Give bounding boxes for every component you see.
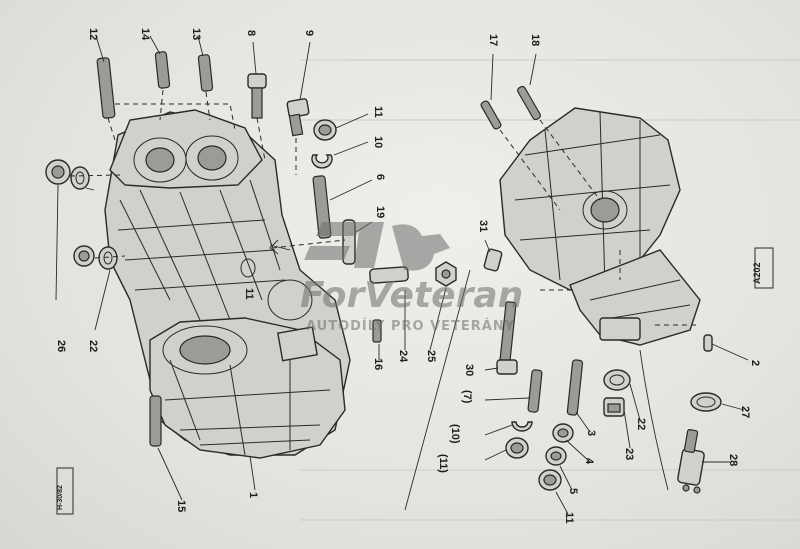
left-seals [45, 159, 126, 270]
callout-4: 4 [583, 458, 595, 465]
callout-30: 30 [463, 364, 475, 376]
top-studs [96, 51, 236, 141]
callout-26: 26 [55, 340, 67, 352]
callout-18: 18 [529, 34, 541, 46]
ref-code-box: H-30/82 [56, 467, 74, 515]
callout-10-paren: (10) [449, 424, 461, 444]
ref-code: H-30/82 [57, 485, 64, 510]
callout-9: 9 [303, 30, 315, 36]
callout-22-left: 22 [87, 340, 99, 352]
callout-8: 8 [245, 30, 257, 36]
bolts-30-31 [483, 248, 584, 416]
callout-5: 5 [567, 488, 579, 494]
stud-15 [149, 395, 162, 447]
callout-6: 6 [374, 174, 386, 180]
callout-19: 19 [374, 206, 386, 218]
rear-housing [499, 107, 701, 346]
callout-25: 25 [425, 350, 437, 362]
callout-17: 17 [487, 34, 499, 46]
callout-11-paren: (11) [437, 454, 449, 473]
bolts-8-9 [247, 73, 310, 175]
watermark: ForVeteran AUTODÍLY PRO VETERÁNY [300, 222, 523, 334]
callout-13: 13 [190, 28, 202, 40]
main-gearbox-housing [104, 109, 351, 459]
callout-12: 12 [87, 28, 99, 40]
page-code-box: A202 [752, 247, 774, 289]
watermark-logo-icon [304, 222, 450, 271]
callout-23: 23 [623, 448, 635, 460]
callout-22-right: 22 [635, 418, 647, 430]
watermark-brand: ForVeteran [300, 275, 523, 316]
divider-line [404, 269, 471, 511]
callout-31: 31 [477, 220, 489, 232]
callout-24: 24 [397, 350, 409, 363]
callout-15: 15 [175, 500, 187, 512]
callout-11-upper: 11 [372, 106, 384, 118]
callout-28: 28 [727, 454, 739, 466]
callout-10: 10 [372, 136, 384, 148]
watermark-tagline: AUTODÍLY PRO VETERÁNY [306, 318, 515, 334]
callout-2: 2 [749, 360, 761, 366]
rear-studs [480, 85, 601, 211]
callout-14: 14 [139, 28, 151, 41]
callout-11-mid: 11 [243, 288, 255, 300]
callout-3: 3 [585, 430, 597, 436]
callout-1: 1 [247, 492, 259, 498]
callout-labels: 12 14 13 8 9 11 10 6 19 11 26 22 16 24 2… [55, 28, 761, 524]
lower-bushes [505, 421, 574, 491]
callout-leaders [55, 35, 749, 515]
callout-27: 27 [739, 406, 751, 418]
callout-7-paren: (7) [461, 390, 473, 404]
callout-16: 16 [372, 358, 384, 370]
page-code: A202 [752, 262, 762, 284]
callout-11-lower: 11 [563, 512, 575, 524]
right-seals-sensor [603, 334, 722, 494]
center-pins [369, 261, 457, 343]
